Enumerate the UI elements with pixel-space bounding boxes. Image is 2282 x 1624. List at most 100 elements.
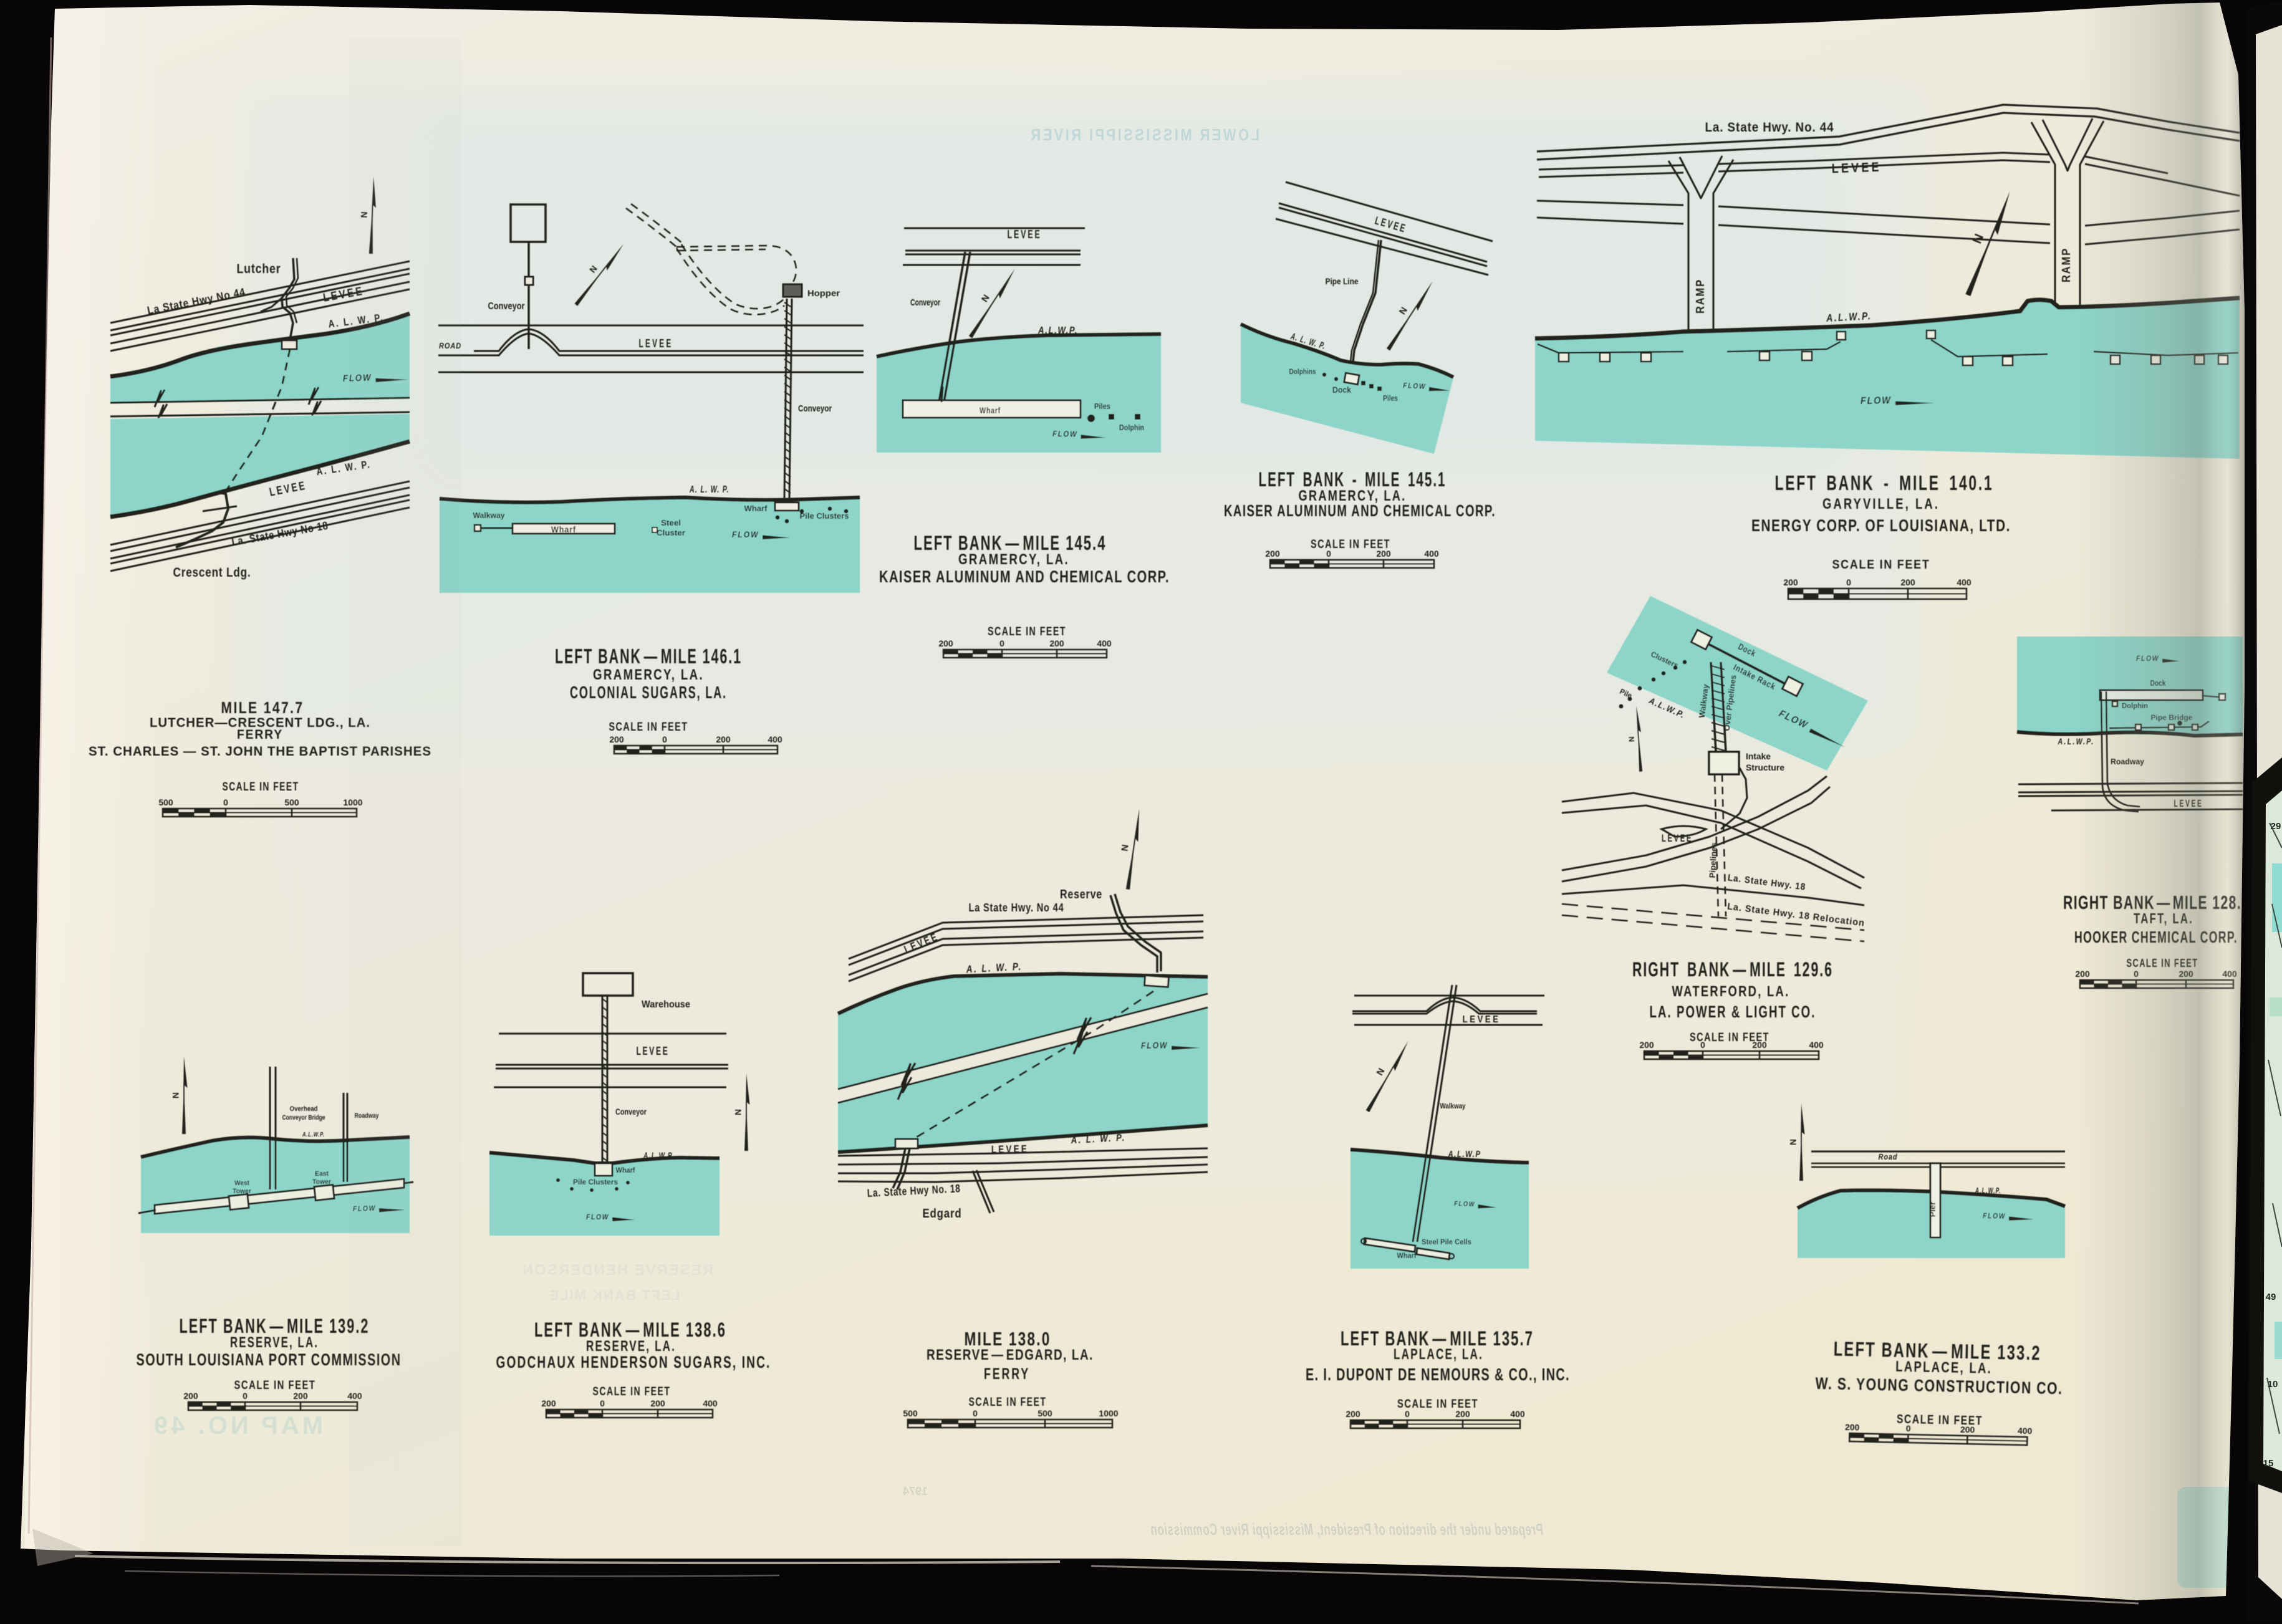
svg-text:400: 400 — [1097, 638, 1112, 648]
svg-text:Intake: Intake — [1746, 751, 1771, 761]
svg-text:0: 0 — [1906, 1423, 1911, 1433]
svg-text:Pipe Line: Pipe Line — [1326, 276, 1359, 286]
svg-text:ENERGY CORP. OF LOUISIANA, LTD: ENERGY CORP. OF LOUISIANA, LTD. — [1751, 516, 2011, 535]
svg-text:Conveyor: Conveyor — [615, 1107, 647, 1117]
svg-text:FERRY: FERRY — [984, 1365, 1030, 1383]
svg-text:200: 200 — [183, 1391, 198, 1401]
svg-text:FLOW: FLOW — [1052, 429, 1078, 439]
svg-text:GRAMERCY, LA.: GRAMERCY, LA. — [593, 666, 704, 683]
svg-text:Wharf: Wharf — [551, 524, 576, 534]
svg-text:SCALE IN FEET: SCALE IN FEET — [988, 625, 1066, 638]
svg-text:MAP NO. 49: MAP NO. 49 — [151, 1412, 323, 1439]
svg-text:200: 200 — [609, 734, 624, 744]
svg-text:0: 0 — [1700, 1040, 1705, 1050]
svg-text:Piles: Piles — [1383, 393, 1398, 403]
svg-text:FERRY: FERRY — [237, 728, 283, 742]
svg-text:Reserve: Reserve — [1060, 888, 1102, 901]
svg-text:Conveyor: Conveyor — [488, 301, 525, 312]
svg-text:Edgard: Edgard — [923, 1207, 962, 1221]
svg-text:Piles: Piles — [1094, 401, 1110, 411]
svg-text:200: 200 — [1960, 1425, 1975, 1434]
svg-text:200: 200 — [650, 1398, 665, 1408]
svg-text:Conveyor Bridge: Conveyor Bridge — [282, 1114, 325, 1122]
svg-text:200: 200 — [1455, 1409, 1470, 1419]
svg-text:200: 200 — [293, 1391, 308, 1401]
svg-text:Wharf: Wharf — [980, 405, 1001, 415]
svg-text:Wharf: Wharf — [1397, 1251, 1417, 1260]
svg-text:400: 400 — [1809, 1040, 1824, 1050]
svg-text:0: 0 — [223, 797, 228, 807]
svg-text:10: 10 — [2268, 1379, 2278, 1390]
svg-text:Steel: Steel — [661, 518, 681, 527]
svg-text:RAMP: RAMP — [2060, 247, 2073, 282]
svg-text:49: 49 — [2266, 1292, 2276, 1302]
svg-text:200: 200 — [1752, 1040, 1767, 1050]
svg-text:COLONIAL SUGARS, LA.: COLONIAL SUGARS, LA. — [570, 683, 727, 702]
svg-text:SCALE IN FEET: SCALE IN FEET — [593, 1385, 671, 1398]
svg-text:1000: 1000 — [1099, 1408, 1118, 1418]
svg-text:GRAMERCY, LA.: GRAMERCY, LA. — [958, 551, 1069, 568]
svg-text:400: 400 — [1510, 1409, 1525, 1419]
svg-text:WATERFORD, LA.: WATERFORD, LA. — [1672, 983, 1790, 1000]
svg-text:Dolphins: Dolphins — [1289, 367, 1316, 376]
svg-text:RESERVE, LA.: RESERVE, LA. — [586, 1338, 676, 1355]
svg-text:KAISER ALUMINUM AND CHEMICAL C: KAISER ALUMINUM AND CHEMICAL CORP. — [879, 567, 1170, 586]
svg-text:FLOW: FLOW — [1861, 395, 1892, 406]
svg-text:SCALE IN FEET: SCALE IN FEET — [969, 1396, 1047, 1409]
svg-text:Pier: Pier — [1928, 1202, 1937, 1218]
svg-text:LEFT BANK — MILE 146.1: LEFT BANK — MILE 146.1 — [555, 645, 742, 668]
svg-text:La. State Hwy. No. 44: La. State Hwy. No. 44 — [1705, 120, 1834, 135]
svg-text:LAPLACE, LA.: LAPLACE, LA. — [1394, 1346, 1483, 1363]
svg-text:200: 200 — [1346, 1409, 1360, 1419]
svg-text:SCALE IN FEET: SCALE IN FEET — [234, 1379, 316, 1392]
svg-text:Prepared under the direction o: Prepared under the direction of Presiden… — [1150, 1520, 1543, 1539]
svg-text:Crescent Ldg.: Crescent Ldg. — [173, 565, 251, 580]
svg-text:Steel Pile Cells: Steel Pile Cells — [1422, 1237, 1471, 1246]
svg-text:Warehouse: Warehouse — [642, 999, 690, 1010]
svg-text:FLOW: FLOW — [1141, 1040, 1168, 1050]
svg-text:RIGHT BANK — MILE 129.6: RIGHT BANK — MILE 129.6 — [1632, 958, 1833, 981]
svg-text:Walkway: Walkway — [473, 511, 506, 520]
svg-text:1974: 1974 — [903, 1485, 928, 1497]
svg-text:East: East — [315, 1170, 329, 1178]
svg-text:Pipelines: Pipelines — [1708, 842, 1719, 878]
svg-text:LEVEE: LEVEE — [637, 1045, 670, 1057]
svg-text:A.L.W.P: A.L.W.P — [1448, 1149, 1481, 1160]
svg-text:400: 400 — [768, 734, 782, 744]
svg-text:0: 0 — [973, 1408, 978, 1418]
svg-text:FLOW: FLOW — [586, 1213, 609, 1221]
svg-text:Pile Clusters: Pile Clusters — [573, 1178, 618, 1186]
svg-text:FLOW: FLOW — [1454, 1200, 1475, 1208]
svg-text:LEVEE: LEVEE — [1831, 160, 1882, 176]
svg-text:0: 0 — [1846, 577, 1851, 587]
svg-text:200: 200 — [716, 734, 731, 744]
svg-text:500: 500 — [903, 1408, 918, 1418]
svg-text:SCALE IN FEET: SCALE IN FEET — [609, 721, 688, 734]
svg-text:RESERVE — EDGARD, LA.: RESERVE — EDGARD, LA. — [927, 1347, 1094, 1363]
svg-text:LAPLACE, LA.: LAPLACE, LA. — [1895, 1358, 1993, 1377]
svg-text:0: 0 — [999, 638, 1004, 648]
svg-text:Conveyor: Conveyor — [798, 403, 832, 414]
svg-text:400: 400 — [1957, 577, 1971, 587]
svg-text:N: N — [171, 1092, 181, 1098]
svg-text:LEFT BANK - MILE 140.1: LEFT BANK - MILE 140.1 — [1775, 471, 1994, 494]
svg-text:N: N — [733, 1109, 743, 1115]
svg-text:200: 200 — [541, 1398, 556, 1408]
svg-text:FLOW: FLOW — [732, 529, 759, 539]
svg-text:RESERVE HENDERSON: RESERVE HENDERSON — [521, 1262, 713, 1279]
svg-text:LEVEE: LEVEE — [1463, 1014, 1501, 1025]
svg-text:Pile Clusters: Pile Clusters — [800, 511, 849, 521]
svg-text:0: 0 — [662, 734, 667, 744]
svg-text:Walkway: Walkway — [1440, 1102, 1466, 1110]
svg-text:GARYVILLE, LA.: GARYVILLE, LA. — [1822, 496, 1940, 512]
svg-text:LA. POWER & LIGHT CO.: LA. POWER & LIGHT CO. — [1650, 1002, 1816, 1021]
svg-text:200: 200 — [1845, 1422, 1860, 1432]
svg-text:A. L. W. P.: A. L. W. P. — [689, 484, 729, 495]
svg-text:N: N — [1788, 1139, 1798, 1145]
svg-text:Tower: Tower — [233, 1188, 252, 1195]
svg-text:0: 0 — [1405, 1409, 1410, 1419]
svg-text:Wharf: Wharf — [616, 1166, 636, 1175]
svg-text:200: 200 — [938, 638, 953, 648]
svg-text:Overhead: Overhead — [290, 1105, 318, 1113]
svg-text:N: N — [1627, 736, 1636, 742]
